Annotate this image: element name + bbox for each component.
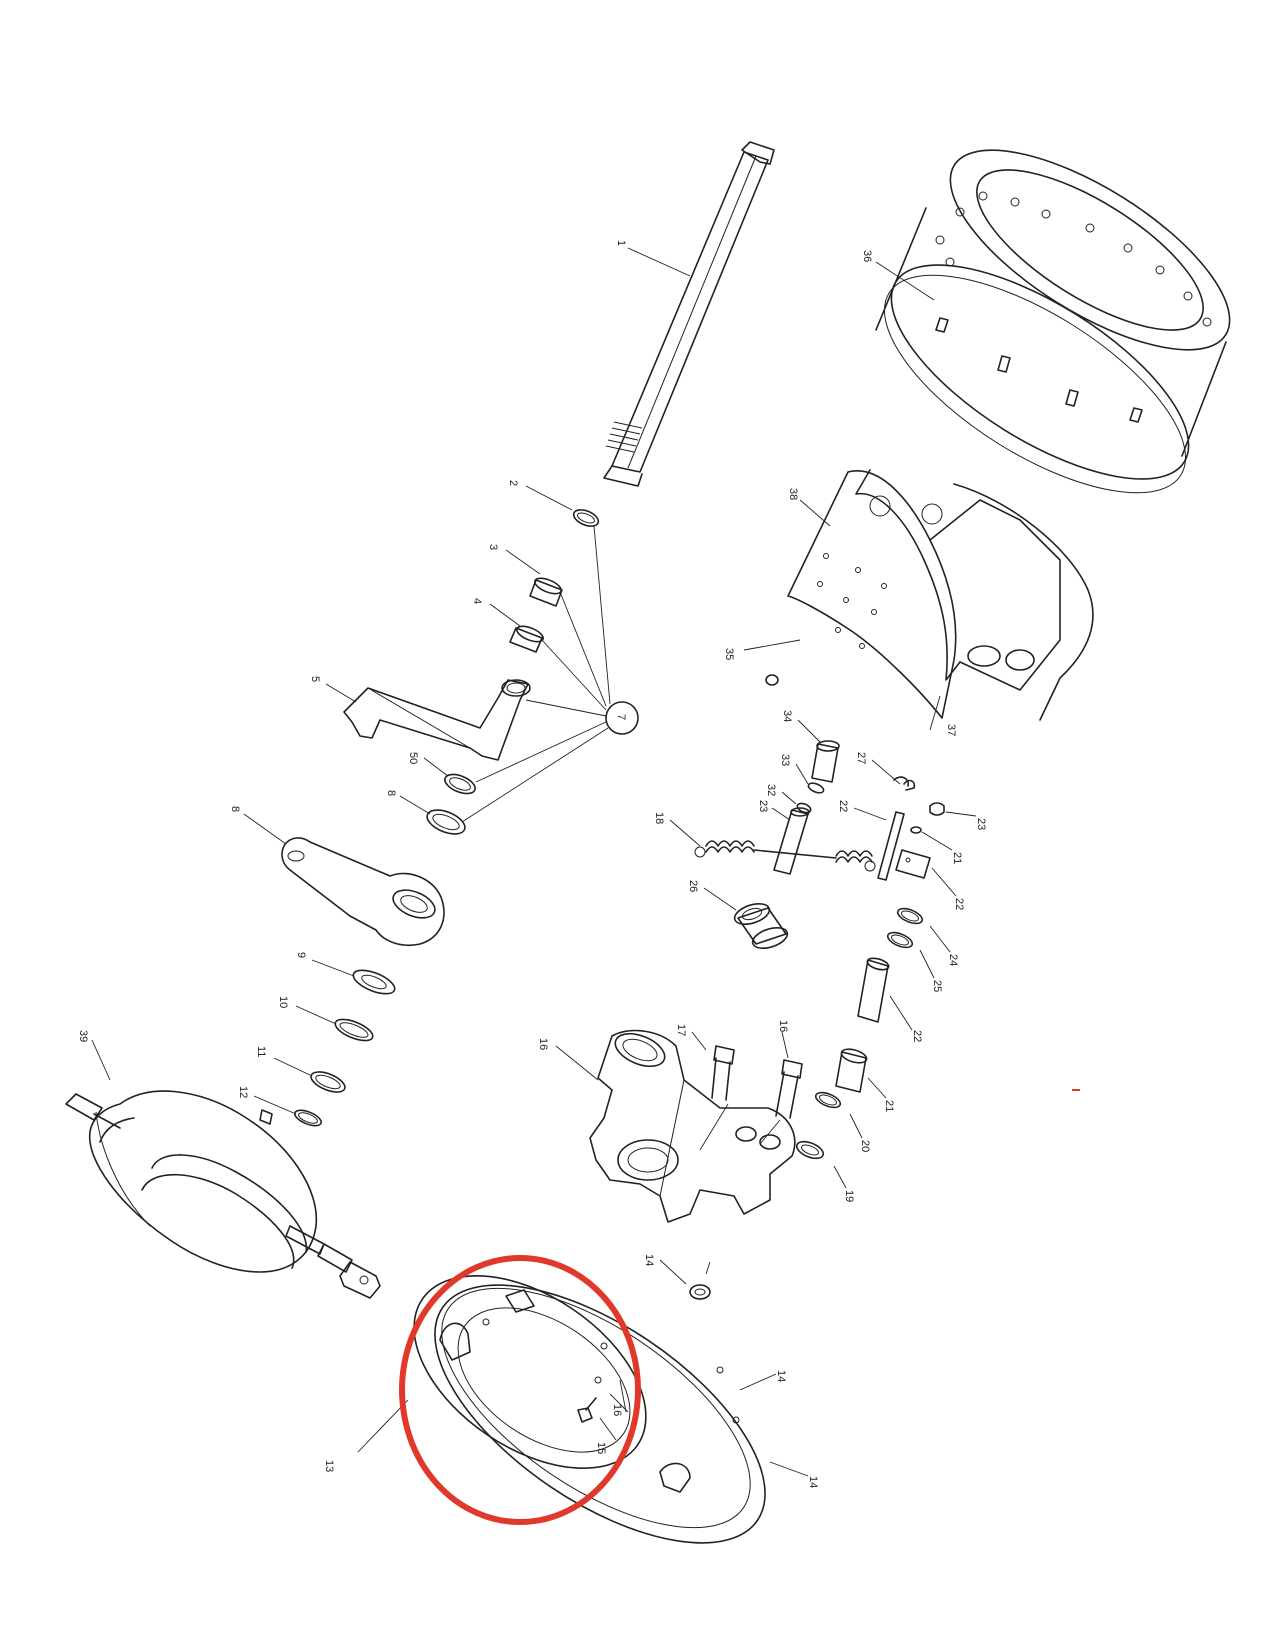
callout-12: 12 bbox=[237, 1086, 249, 1098]
callout-27: 27 bbox=[855, 752, 867, 764]
highlight-circle bbox=[399, 1255, 641, 1525]
callout-14: 14 bbox=[807, 1476, 819, 1488]
callout-21a: 19 bbox=[843, 1190, 855, 1202]
sleeve-and-rings bbox=[796, 740, 916, 814]
callout-30: 18 bbox=[653, 812, 665, 824]
dust-shield bbox=[413, 1275, 766, 1544]
callout-8a: 8 bbox=[385, 790, 397, 796]
callout-33: 33 bbox=[779, 754, 791, 766]
callout-50: 50 bbox=[407, 752, 419, 764]
callout-11: 11 bbox=[255, 1046, 267, 1057]
callout-25: 21 bbox=[883, 1100, 895, 1112]
callout-14-screw: 14 bbox=[775, 1370, 787, 1382]
cam-roller bbox=[733, 902, 789, 950]
callout-16-spider: 16 bbox=[537, 1038, 549, 1050]
callout-7: 7 bbox=[615, 714, 627, 720]
callout-19: 16 bbox=[777, 1020, 789, 1032]
callout-10: 10 bbox=[277, 996, 289, 1008]
callout-36: 36 bbox=[861, 250, 873, 262]
callout-26: 21 bbox=[951, 852, 963, 864]
callout-17: 14 bbox=[643, 1254, 655, 1266]
callout-22a: 20 bbox=[859, 1140, 871, 1152]
callout-13: 13 bbox=[323, 1460, 335, 1472]
callout-2: 2 bbox=[507, 480, 519, 486]
callout-22-pin: 22 bbox=[837, 800, 849, 812]
callout-4: 4 bbox=[471, 598, 483, 604]
callout-1: 1 bbox=[615, 240, 627, 246]
callout-9: 9 bbox=[295, 952, 307, 958]
callout-3: 3 bbox=[487, 544, 499, 550]
callout-21b: 24 bbox=[947, 954, 959, 966]
callout-8b: 8 bbox=[229, 806, 241, 812]
callout-18: 23 bbox=[975, 818, 987, 830]
callout-23-plate: 22 bbox=[953, 898, 965, 910]
camshaft bbox=[603, 141, 775, 487]
upper-washer-stack bbox=[509, 509, 600, 653]
callout-32: 32 bbox=[765, 784, 777, 796]
callout-35: 35 bbox=[723, 648, 735, 660]
callout-16-bolt: 16 bbox=[611, 1404, 623, 1416]
callout-5: 5 bbox=[309, 676, 321, 682]
slack-adjuster-arm bbox=[281, 837, 445, 946]
brake-drum bbox=[875, 149, 1231, 494]
callout-34: 34 bbox=[781, 710, 793, 722]
right-small-parts bbox=[795, 776, 945, 1160]
callout-37: 37 bbox=[945, 724, 957, 736]
callout-38: 38 bbox=[787, 488, 799, 500]
callout-23-roller: 26 bbox=[687, 880, 699, 892]
lower-washer-stack bbox=[294, 969, 396, 1127]
callout-31: 23 bbox=[757, 800, 769, 812]
grease-fitting-callout bbox=[605, 701, 639, 735]
brake-spider bbox=[589, 1029, 796, 1223]
brake-chamber bbox=[65, 1090, 381, 1299]
bolts-19-20 bbox=[711, 1045, 803, 1119]
callout-39: 39 bbox=[77, 1030, 89, 1042]
brake-shoe bbox=[787, 469, 1094, 721]
callout-22b: 25 bbox=[931, 980, 943, 992]
return-spring bbox=[694, 807, 876, 875]
callout-20: 17 bbox=[675, 1024, 687, 1036]
callout-24: 22 bbox=[911, 1030, 923, 1042]
bracket bbox=[343, 679, 531, 761]
callout-15: 15 bbox=[595, 1442, 607, 1454]
